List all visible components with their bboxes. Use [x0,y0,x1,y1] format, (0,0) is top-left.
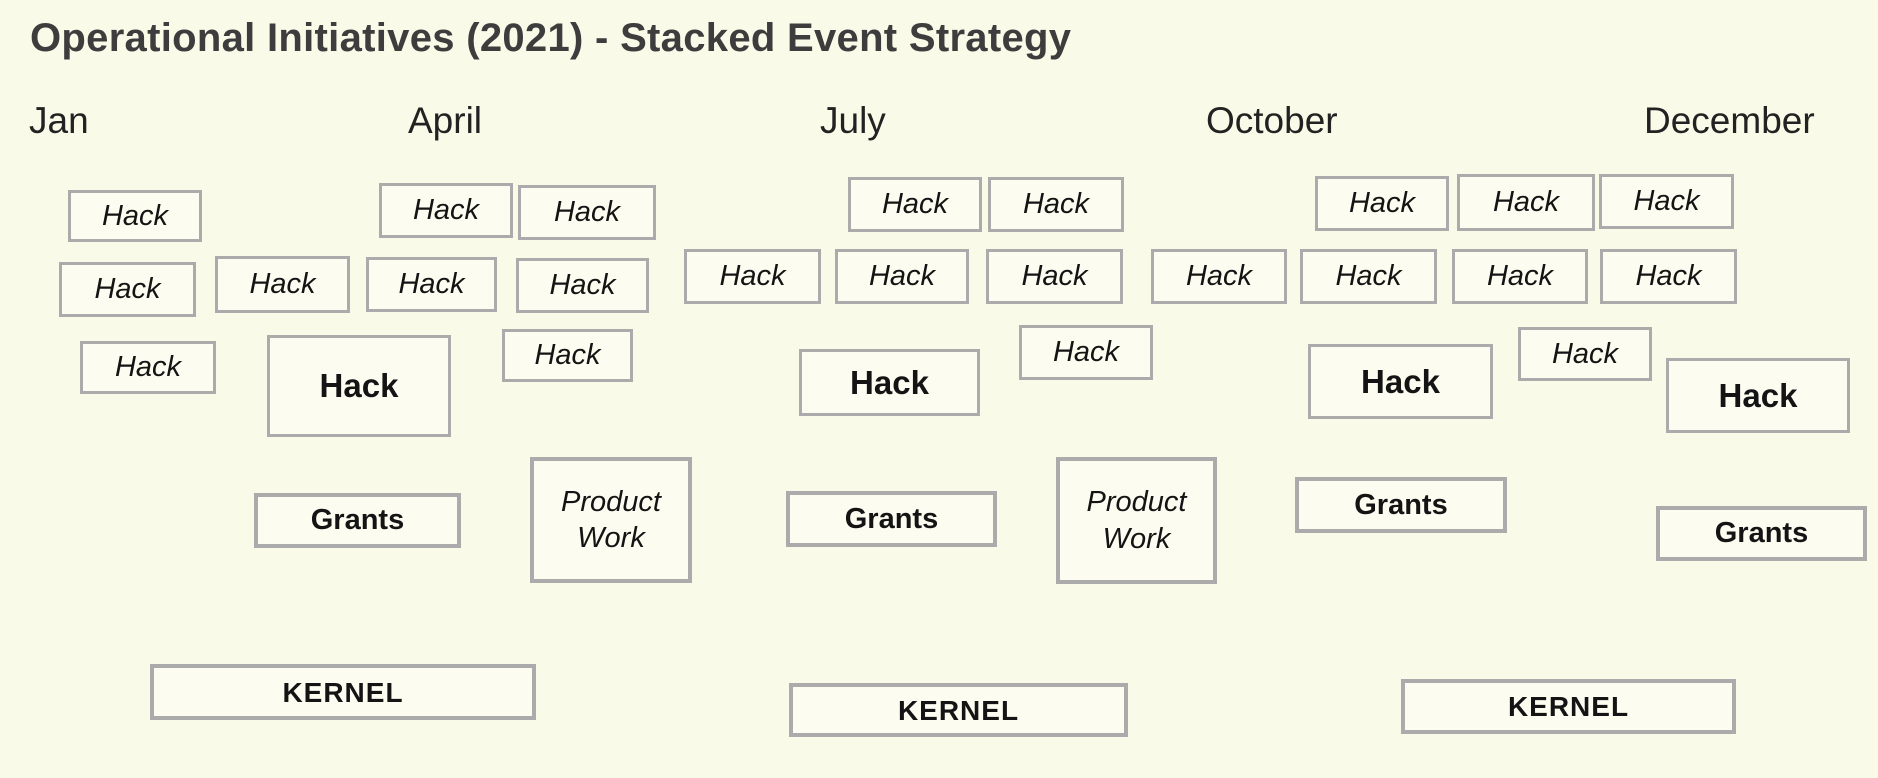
hack-box: Hack [502,329,633,382]
hack-box: Hack [267,335,451,437]
hack-box: Hack [1300,249,1437,304]
hack-box: Hack [516,258,649,313]
hack-box: Hack [366,257,497,312]
hack-box: Hack [1315,176,1449,231]
grants-box: Grants [254,493,461,548]
product-work-box: Product Work [530,457,692,583]
hack-box: Hack [68,190,202,242]
hack-box: Hack [684,249,821,304]
hack-box: Hack [988,177,1124,232]
hack-box: Hack [1019,325,1153,380]
hack-box: Hack [1308,344,1493,419]
hack-box: Hack [1599,174,1734,229]
hack-box: Hack [1666,358,1850,433]
hack-box: Hack [835,249,969,304]
kernel-box: KERNEL [789,683,1128,737]
hack-box: Hack [799,349,980,416]
kernel-box: KERNEL [1401,679,1736,734]
hack-box: Hack [848,177,982,232]
hack-box: Hack [1457,174,1595,231]
hack-box: Hack [1151,249,1287,304]
hack-box: Hack [986,249,1123,304]
grants-box: Grants [786,491,997,547]
hack-box: Hack [1600,249,1737,304]
hack-box: Hack [379,183,513,238]
hack-box: Hack [1452,249,1588,304]
page-title: Operational Initiatives (2021) - Stacked… [30,16,1072,60]
hack-box: Hack [59,262,196,317]
grants-box: Grants [1295,477,1507,533]
grants-box: Grants [1656,506,1867,561]
month-label-jan: Jan [29,100,89,141]
month-label-december: December [1644,100,1815,141]
kernel-box: KERNEL [150,664,536,720]
month-label-april: April [408,100,483,141]
hack-box: Hack [1518,327,1652,381]
hack-box: Hack [80,341,216,394]
product-work-box: Product Work [1056,457,1217,584]
month-label-october: October [1206,100,1338,141]
hack-box: Hack [215,256,350,313]
hack-box: Hack [518,185,656,240]
month-label-july: July [820,100,886,141]
